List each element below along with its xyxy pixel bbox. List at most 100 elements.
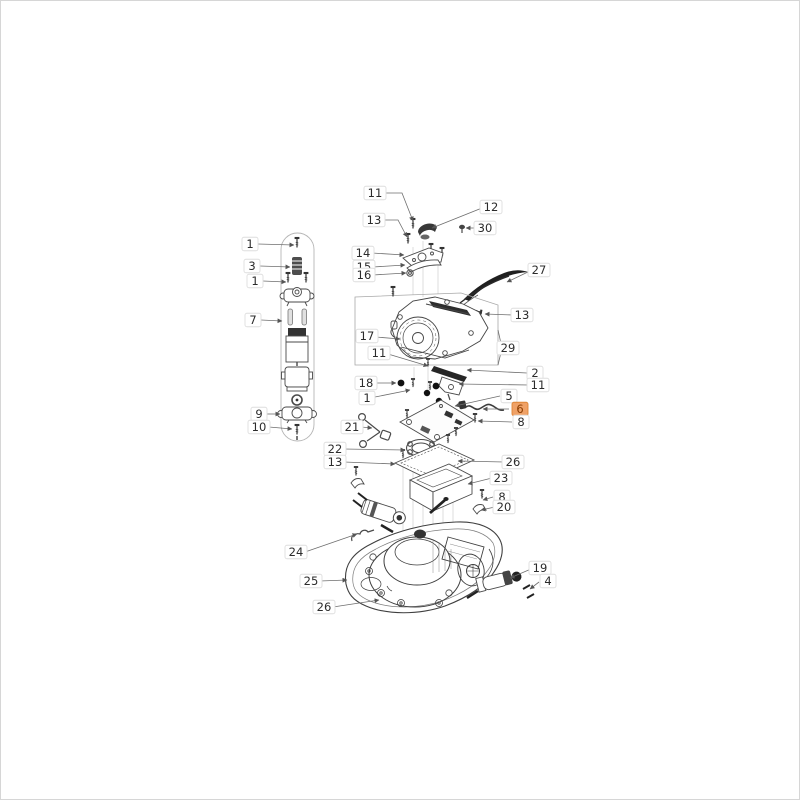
part-label-8-24: 8 <box>477 414 530 429</box>
rubber-plugs-18 <box>397 379 443 405</box>
blade-27 <box>459 270 528 308</box>
part-label-11-17: 11 <box>367 345 429 368</box>
part-label-1-0: 1 <box>241 236 295 252</box>
svg-text:25: 25 <box>304 574 319 588</box>
svg-text:6: 6 <box>516 402 523 416</box>
svg-text:11: 11 <box>531 378 546 392</box>
part-label-13-14: 13 <box>484 307 534 322</box>
cap-part-12 <box>418 223 437 240</box>
part-label-22-26: 22 <box>323 441 406 456</box>
part-label-17-16: 17 <box>355 328 401 343</box>
screw-8-lower <box>478 489 486 500</box>
svg-text:18: 18 <box>359 376 374 390</box>
svg-text:23: 23 <box>494 471 509 485</box>
nut-16 <box>406 269 414 277</box>
svg-text:8: 8 <box>517 415 524 429</box>
svg-text:3: 3 <box>248 259 255 273</box>
part-label-25-33: 25 <box>299 573 348 588</box>
frame-26 <box>393 443 476 481</box>
part-label-30-9: 30 <box>465 220 497 236</box>
part-label-7-3: 7 <box>244 312 283 327</box>
svg-text:27: 27 <box>532 263 547 277</box>
part-label-11-19: 11 <box>458 377 550 392</box>
part-label-23-29: 23 <box>467 470 513 486</box>
wire-clip-24 <box>351 529 375 542</box>
part-label-26-28: 26 <box>457 454 525 469</box>
part-label-13-8: 13 <box>362 212 408 238</box>
svg-text:7: 7 <box>249 313 256 327</box>
svg-text:30: 30 <box>478 221 493 235</box>
part-label-1-21: 1 <box>358 388 411 405</box>
svg-text:22: 22 <box>328 442 343 456</box>
box-screw-dark <box>429 497 449 515</box>
svg-text:4: 4 <box>544 574 551 588</box>
spring-part <box>292 257 302 275</box>
svg-text:9: 9 <box>255 407 262 421</box>
lever-15 <box>406 259 442 273</box>
svg-text:20: 20 <box>497 500 512 514</box>
screws-4 <box>522 584 535 599</box>
part-label-3-1: 3 <box>243 258 291 273</box>
screw-8 <box>471 413 479 424</box>
part-label-20-31: 20 <box>480 499 516 514</box>
part-label-29-15: 29 <box>496 329 520 366</box>
washer <box>291 394 303 406</box>
wheel-motor-left <box>352 492 406 534</box>
svg-text:13: 13 <box>515 308 530 322</box>
svg-text:26: 26 <box>506 455 521 469</box>
part-label-1-2: 1 <box>246 273 287 288</box>
svg-text:1: 1 <box>246 237 253 251</box>
blade-motor-assembly-column <box>277 232 317 442</box>
alignment-lines <box>402 241 454 561</box>
svg-text:13: 13 <box>328 455 343 469</box>
part-label-27-13: 27 <box>506 262 551 283</box>
part-label-16-12: 16 <box>352 267 407 282</box>
part-label-24-32: 24 <box>284 533 358 559</box>
chassis-body-25 <box>344 521 503 614</box>
svg-text:2: 2 <box>531 366 538 380</box>
svg-text:21: 21 <box>345 420 360 434</box>
part-label-10-5: 10 <box>247 419 293 434</box>
svg-text:11: 11 <box>372 346 387 360</box>
motor-dome <box>383 536 451 586</box>
svg-text:1: 1 <box>251 274 258 288</box>
wire-21 <box>358 413 392 449</box>
svg-text:12: 12 <box>484 200 499 214</box>
motor-mount-lower <box>277 406 317 424</box>
blade-motor <box>285 328 309 366</box>
part-label-12-7: 12 <box>431 199 503 229</box>
chassis-top-cover <box>390 296 489 360</box>
part-label-21-25: 21 <box>340 419 373 434</box>
wheel-motor-screws <box>352 492 394 534</box>
motor-pins <box>287 308 307 326</box>
part-label-26-34: 26 <box>312 598 380 614</box>
part-label-5-22: 5 <box>454 388 518 408</box>
svg-text:5: 5 <box>505 389 512 403</box>
svg-text:8: 8 <box>498 490 505 504</box>
battery-bay <box>441 536 485 570</box>
part-label-11-6: 11 <box>363 185 414 222</box>
blade-bar-2 <box>431 366 467 382</box>
assembly-capsule-outline <box>280 232 315 442</box>
clamp-bracket-left <box>350 478 365 489</box>
svg-text:26: 26 <box>317 600 332 614</box>
svg-text:24: 24 <box>289 545 304 559</box>
cover-bounding-box <box>354 292 499 366</box>
svg-text:16: 16 <box>357 268 372 282</box>
part-label-19-35: 19 <box>509 560 552 579</box>
svg-text:13: 13 <box>367 213 382 227</box>
part-label-4-36: 4 <box>529 573 557 590</box>
svg-text:10: 10 <box>252 420 267 434</box>
svg-text:1: 1 <box>363 391 370 405</box>
part-label-6-23: 6 <box>482 401 529 416</box>
svg-text:19: 19 <box>533 561 548 575</box>
svg-text:11: 11 <box>368 186 383 200</box>
part-label-9-4: 9 <box>250 406 281 421</box>
wheel-arch <box>457 548 494 587</box>
part-label-14-10: 14 <box>351 245 405 260</box>
motor-mount-upper <box>279 287 315 307</box>
svg-text:14: 14 <box>356 246 371 260</box>
mid-parts <box>350 358 505 515</box>
